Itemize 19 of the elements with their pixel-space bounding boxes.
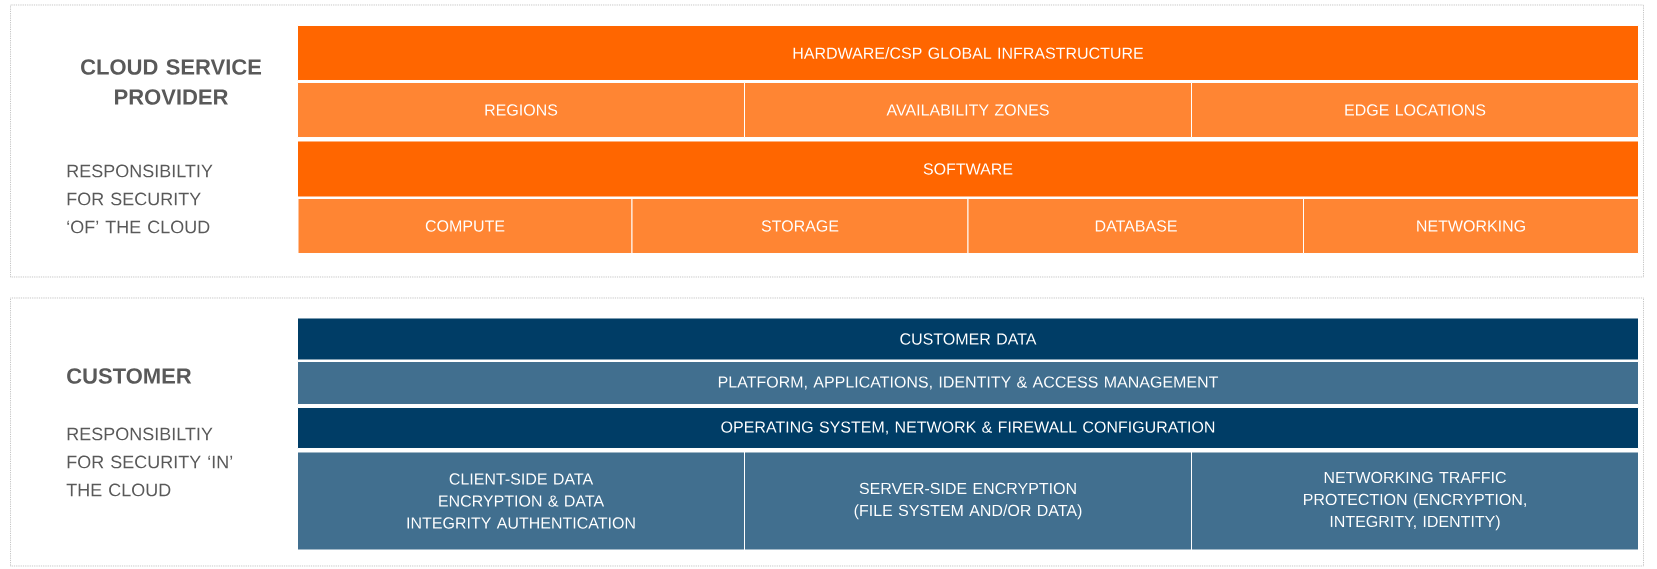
layer-band: SERVER-SIDE ENCRYPTION (FILE SYSTEM AND/OR DATA) <box>744 451 1192 551</box>
heading: CUSTOMER <box>67 368 192 384</box>
layer-band: REGIONS <box>297 82 745 138</box>
description: RESPONSIBILTIY FOR SECURITY ‘OF’ THE CLOUD <box>67 164 213 234</box>
heading: CLOUD SERVICE PROVIDER <box>81 59 262 105</box>
layer-band: CLIENT-SIDE DATA ENCRYPTION & DATA INTEGRITY AUTHENTICATION <box>297 451 745 551</box>
layer-band: HARDWARE/CSP GLOBAL INFRASTRUCTURE <box>297 25 1639 81</box>
layer-band: OPERATING SYSTEM, NETWORK & FIREWALL CONFIGURATION <box>297 407 1639 449</box>
layer-band: NETWORKING TRAFFIC PROTECTION (ENCRYPTION, INTEGRITY, IDENTITY) <box>1191 451 1639 551</box>
layer-band: STORAGE <box>631 198 969 254</box>
layer-band: PLATFORM, APPLICATIONS, IDENTITY & ACCESS MANAGEMENT <box>297 361 1639 405</box>
layer-band: AVAILABILITY ZONES <box>744 82 1192 138</box>
layer-band: CUSTOMER DATA <box>297 317 1639 361</box>
layer-band: DATABASE <box>967 198 1305 254</box>
description: RESPONSIBILTIY FOR SECURITY ‘IN’ THE CLOUD <box>66 427 233 497</box>
layer-band: SOFTWARE <box>297 140 1639 198</box>
layer-band: NETWORKING <box>1303 198 1639 254</box>
layer-band: COMPUTE <box>297 198 633 254</box>
layer-band: EDGE LOCATIONS <box>1191 82 1639 138</box>
